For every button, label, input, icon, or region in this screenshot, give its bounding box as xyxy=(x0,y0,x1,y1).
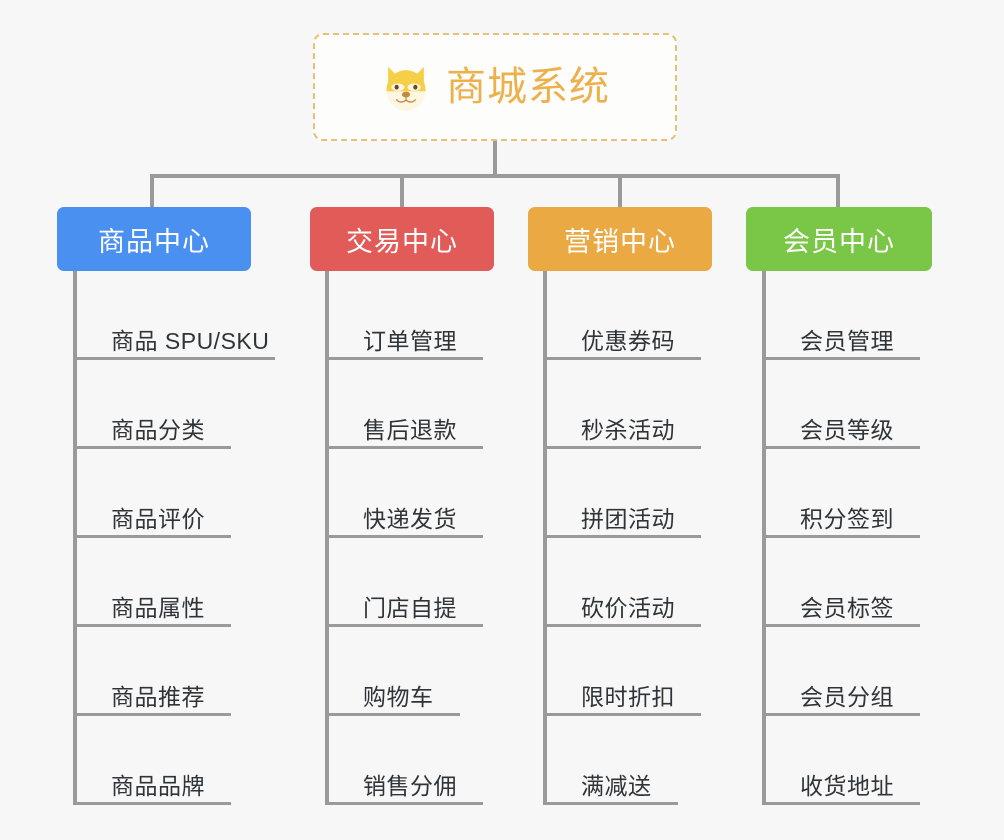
category-box-2[interactable]: 交易中心 xyxy=(310,207,494,271)
leaf-item[interactable]: 快递发货 xyxy=(325,449,483,538)
category-label: 营销中心 xyxy=(564,226,676,257)
leaf-item-label: 商品 SPU/SKU xyxy=(111,327,270,354)
leaf-item-label: 商品品牌 xyxy=(111,772,205,799)
leaf-item-label: 拼团活动 xyxy=(581,505,675,532)
connector-drop-2 xyxy=(400,174,404,209)
leaf-item-label: 会员管理 xyxy=(800,327,894,354)
leaf-item[interactable]: 收货地址 xyxy=(762,716,920,805)
leaf-item-label: 会员标签 xyxy=(800,594,894,621)
connector-drop-4 xyxy=(836,174,840,209)
connector-drop-3 xyxy=(618,174,622,209)
category-label: 会员中心 xyxy=(783,226,895,257)
leaf-item[interactable]: 会员分组 xyxy=(762,627,920,716)
leaf-item[interactable]: 订单管理 xyxy=(325,271,483,360)
leaf-item[interactable]: 商品分类 xyxy=(73,360,231,449)
leaf-item-label: 砍价活动 xyxy=(581,594,675,621)
branch-spine xyxy=(73,271,77,805)
leaf-item[interactable]: 购物车 xyxy=(325,627,460,716)
leaf-item[interactable]: 会员标签 xyxy=(762,538,920,627)
dog-face-icon xyxy=(380,62,432,114)
leaf-item-label: 积分签到 xyxy=(800,505,894,532)
leaf-item[interactable]: 满减送 xyxy=(543,716,678,805)
leaf-item[interactable]: 商品推荐 xyxy=(73,627,231,716)
leaf-item-label: 订单管理 xyxy=(363,327,457,354)
category-box-4[interactable]: 会员中心 xyxy=(746,207,932,271)
leaf-item-label: 商品推荐 xyxy=(111,683,205,710)
leaf-item-label: 秒杀活动 xyxy=(581,416,675,443)
leaf-item[interactable]: 商品品牌 xyxy=(73,716,231,805)
branch-spine xyxy=(762,271,766,805)
leaf-item[interactable]: 秒杀活动 xyxy=(543,360,701,449)
leaf-item-label: 购物车 xyxy=(363,683,434,710)
leaf-item[interactable]: 会员管理 xyxy=(762,271,920,360)
leaf-item-label: 满减送 xyxy=(581,772,652,799)
leaf-item[interactable]: 商品属性 xyxy=(73,538,231,627)
leaf-item-label: 会员分组 xyxy=(800,683,894,710)
leaf-item[interactable]: 拼团活动 xyxy=(543,449,701,538)
leaf-item[interactable]: 限时折扣 xyxy=(543,627,701,716)
leaf-item-label: 商品评价 xyxy=(111,505,205,532)
leaf-item[interactable]: 优惠券码 xyxy=(543,271,701,360)
connector-drop-1 xyxy=(150,174,154,209)
category-box-3[interactable]: 营销中心 xyxy=(528,207,712,271)
leaf-item-label: 商品属性 xyxy=(111,594,205,621)
leaf-item-label: 优惠券码 xyxy=(581,327,675,354)
branch-spine xyxy=(325,271,329,805)
root-title: 商城系统 xyxy=(446,65,610,109)
connector-horizontal-bar xyxy=(150,174,840,178)
connector-root-stem xyxy=(493,141,497,178)
root-node[interactable]: 商城系统 xyxy=(313,33,677,141)
category-label: 交易中心 xyxy=(346,226,458,257)
leaf-item[interactable]: 销售分佣 xyxy=(325,716,483,805)
leaf-item[interactable]: 售后退款 xyxy=(325,360,483,449)
leaf-item[interactable]: 积分签到 xyxy=(762,449,920,538)
leaf-item-label: 销售分佣 xyxy=(363,772,457,799)
leaf-item[interactable]: 门店自提 xyxy=(325,538,483,627)
leaf-item-label: 商品分类 xyxy=(111,416,205,443)
branch-spine xyxy=(543,271,547,805)
leaf-item-label: 售后退款 xyxy=(363,416,457,443)
category-box-1[interactable]: 商品中心 xyxy=(57,207,251,271)
leaf-item[interactable]: 会员等级 xyxy=(762,360,920,449)
leaf-item-label: 会员等级 xyxy=(800,416,894,443)
leaf-item[interactable]: 砍价活动 xyxy=(543,538,701,627)
leaf-item-label: 限时折扣 xyxy=(581,683,675,710)
leaf-item-label: 门店自提 xyxy=(363,594,457,621)
leaf-item-label: 收货地址 xyxy=(800,772,894,799)
category-label: 商品中心 xyxy=(98,226,210,257)
leaf-item[interactable]: 商品评价 xyxy=(73,449,231,538)
leaf-item[interactable]: 商品 SPU/SKU xyxy=(73,271,275,360)
leaf-item-label: 快递发货 xyxy=(363,505,457,532)
